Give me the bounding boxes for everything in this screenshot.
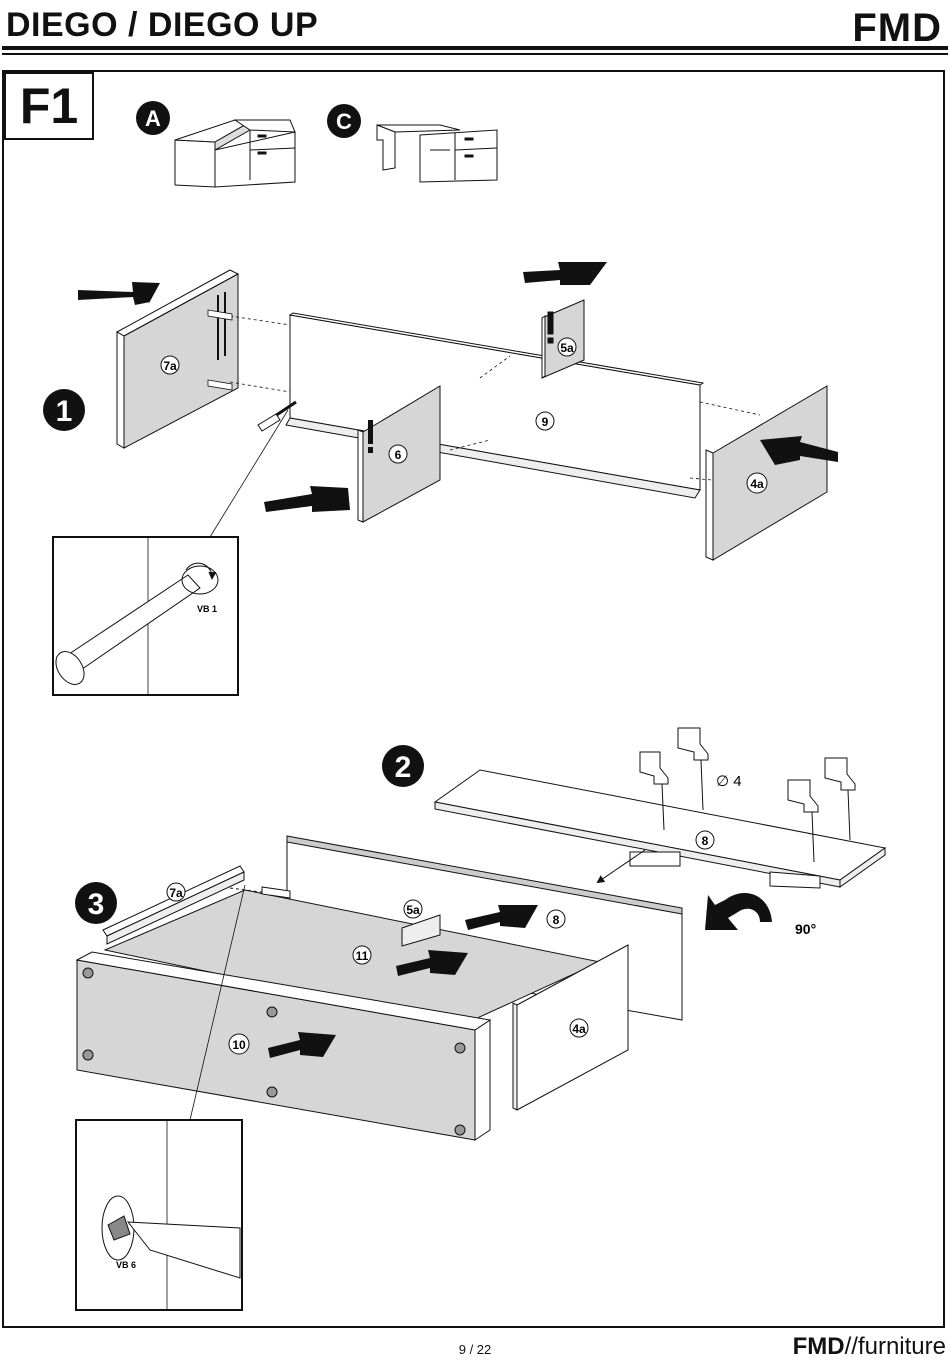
screwdriver-step1 — [257, 400, 297, 432]
step-1-badge: 1 — [43, 389, 85, 431]
svg-text:11: 11 — [356, 949, 369, 963]
screw-step3 — [229, 886, 291, 899]
panel-4a-step1 — [705, 385, 828, 561]
svg-text:2: 2 — [395, 751, 412, 784]
variant-a-badge: A — [136, 101, 170, 135]
svg-text:VB 6: VB 6 — [116, 1260, 136, 1270]
svg-text:7a: 7a — [163, 359, 177, 373]
part-9-label: 9 — [535, 411, 555, 431]
page-number: 9 / 22 — [458, 1342, 492, 1357]
part-10-label: 10 — [228, 1033, 250, 1055]
svg-text:VB 1: VB 1 — [197, 604, 217, 614]
header-rule — [2, 46, 948, 50]
header-rule-thin — [2, 53, 948, 55]
detail-vb1-callout: VB 1 — [52, 409, 289, 696]
variant-c-desk-thumbnail — [376, 124, 498, 183]
svg-text:5a: 5a — [406, 903, 420, 917]
drill-icons — [639, 727, 856, 863]
variant-c-badge: C — [327, 104, 361, 138]
panel-5a-step3 — [401, 914, 441, 947]
svg-text:4a: 4a — [750, 477, 764, 491]
svg-text:C: C — [336, 109, 352, 134]
footer-brand: FMD//furniture — [793, 1333, 946, 1361]
push-arrows-step3 — [268, 905, 538, 1058]
part-6-label: 6 — [388, 444, 408, 464]
variant-a-desk-thumbnail — [174, 119, 296, 188]
brand-logo: FMD — [852, 6, 942, 50]
drill-diameter-label: ∅ 4 — [716, 773, 742, 790]
part-5a-label-step3: 5a — [403, 899, 423, 919]
part-7a-label: 7a — [160, 355, 180, 375]
push-arrows-step1 — [78, 262, 838, 512]
svg-text:8: 8 — [553, 913, 560, 927]
step-3-badge: 3 — [75, 882, 117, 924]
footer-brand-rest: //furniture — [844, 1333, 946, 1360]
svg-text:6: 6 — [395, 448, 402, 462]
svg-text:8: 8 — [702, 834, 709, 848]
part-4a-label: 4a — [746, 472, 768, 494]
svg-text:3: 3 — [88, 888, 105, 921]
svg-text:7a: 7a — [169, 886, 183, 900]
svg-text:A: A — [145, 106, 161, 131]
part-8-label-step2: 8 — [695, 830, 715, 850]
part-8-label-step3: 8 — [546, 909, 566, 929]
panel-9-back — [285, 312, 705, 499]
detail-vb6-callout: VB 6 — [75, 884, 246, 1311]
figure-frame — [2, 70, 945, 1328]
dowel-guides-step1 — [207, 309, 761, 481]
footer-brand-bold: FMD — [792, 1333, 845, 1360]
svg-text:5a: 5a — [560, 341, 574, 355]
part-11-label: 11 — [352, 945, 372, 965]
rotate-90-icon — [705, 893, 772, 930]
part-5a-label: 5a — [557, 337, 577, 357]
svg-text:1: 1 — [56, 395, 73, 428]
figure-label: F1 — [4, 72, 94, 140]
panel-8-top — [433, 769, 887, 889]
svg-text:4a: 4a — [572, 1022, 586, 1036]
svg-text:9: 9 — [542, 415, 549, 429]
part-7a-label-step3: 7a — [166, 882, 186, 902]
document-title: DIEGO / DIEGO UP — [6, 6, 319, 44]
transfer-arrow — [596, 849, 646, 884]
panel-7a-step1 — [115, 269, 240, 449]
svg-text:10: 10 — [232, 1038, 246, 1052]
step-2-badge: 2 — [382, 745, 424, 787]
rotation-label: 90° — [795, 921, 816, 937]
part-4a-label-step3: 4a — [569, 1018, 589, 1038]
